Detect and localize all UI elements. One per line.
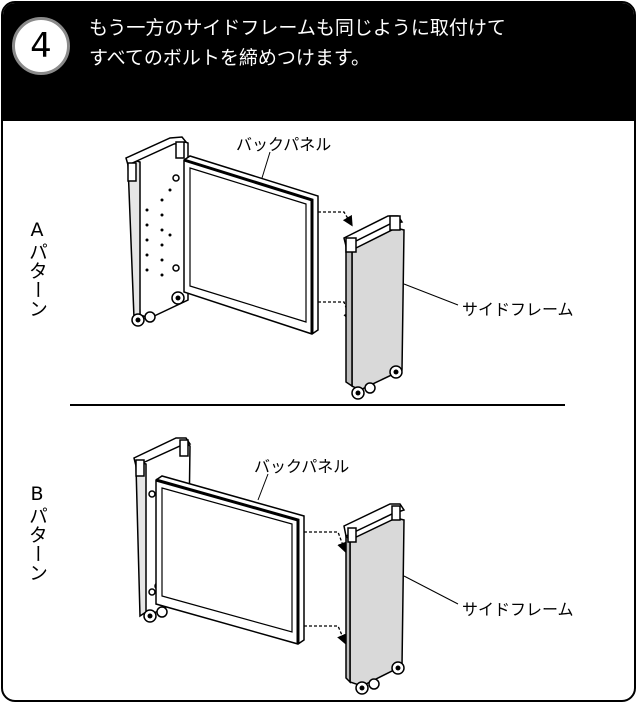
step-number: 4 xyxy=(30,26,52,66)
pattern-b-back-panel xyxy=(155,475,305,645)
pattern-a-back-panel-label: バックパネル xyxy=(236,135,332,154)
step-header: 4 もう一方のサイドフレームも同じように取付けて すべてのボルトを締めつけます。 xyxy=(3,3,634,121)
pattern-a-back-panel-leader xyxy=(261,151,271,179)
pattern-b-side-frame-label: サイドフレーム xyxy=(462,600,574,619)
pattern-b-right-side-frame xyxy=(343,503,406,695)
instruction-line-1: もう一方のサイドフレームも同じように取付けて xyxy=(89,17,506,39)
pattern-a-label: A パターン xyxy=(24,218,50,318)
pattern-a-letter: A xyxy=(30,219,44,241)
pattern-a-assembly xyxy=(125,136,459,400)
pattern-a-right-side-frame xyxy=(343,215,405,400)
pattern-a-left-side-frame xyxy=(125,136,189,327)
pattern-b-arrows xyxy=(304,531,348,645)
pattern-b-assembly xyxy=(133,437,459,695)
pattern-a-word: パターン xyxy=(26,242,48,318)
pattern-a-back-panel xyxy=(183,155,319,335)
pattern-b-back-panel-label: バックパネル xyxy=(254,457,350,476)
pattern-a-arrows xyxy=(318,211,354,323)
pattern-b-back-panel-leader xyxy=(257,473,269,501)
pattern-a-side-frame-label: サイドフレーム xyxy=(462,300,574,319)
section-divider xyxy=(70,404,565,406)
step-instruction: もう一方のサイドフレームも同じように取付けて すべてのボルトを締めつけます。 xyxy=(89,13,506,73)
instruction-line-2: すべてのボルトを締めつけます。 xyxy=(89,47,371,69)
pattern-b-letter: B xyxy=(30,483,44,505)
step-number-badge: 4 xyxy=(12,17,70,75)
pattern-b-label: B パターン xyxy=(24,482,50,582)
pattern-b-side-frame-leader xyxy=(403,575,459,605)
pattern-a-side-frame-leader xyxy=(403,283,459,306)
pattern-b-word: パターン xyxy=(26,506,48,582)
